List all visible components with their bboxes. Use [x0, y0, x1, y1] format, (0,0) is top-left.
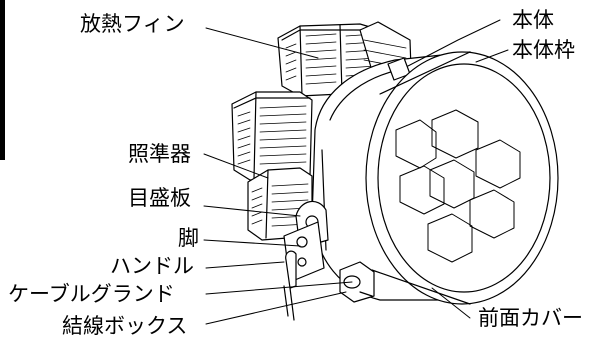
front-ring	[365, 51, 559, 305]
label-scale-plate: 目盛板	[128, 186, 191, 210]
junction-box-drawing	[339, 261, 375, 303]
label-body: 本体	[512, 8, 554, 32]
label-sight: 照準器	[128, 142, 191, 166]
leader-body-frame	[475, 49, 509, 63]
leader-cable-gland	[205, 281, 353, 295]
leader-front-cover	[431, 287, 471, 319]
label-leg: 脚	[178, 226, 199, 250]
leader-sight	[203, 153, 269, 179]
leader-fins	[205, 27, 319, 59]
leader-leg	[203, 239, 301, 247]
label-handle: ハンドル	[110, 254, 194, 278]
leader-lines	[203, 19, 509, 325]
leader-handle	[205, 261, 285, 269]
label-fins: 放熱フィン	[80, 12, 185, 36]
label-junction-box: 結線ボックス	[62, 314, 188, 338]
label-cable-gland: ケーブルグランド	[8, 282, 175, 306]
edge-bar	[0, 0, 5, 160]
leader-body	[407, 19, 501, 67]
handle-drawing	[283, 250, 297, 321]
label-front-cover: 前面カバー	[478, 306, 583, 330]
leader-scale-plate	[203, 205, 301, 217]
label-body-frame: 本体枠	[512, 38, 575, 62]
lens-cluster	[395, 109, 521, 263]
leader-junction-box	[205, 291, 347, 325]
